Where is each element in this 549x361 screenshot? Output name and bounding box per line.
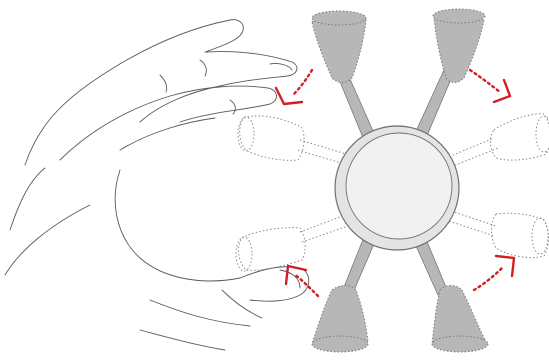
rotation-arrows: [274, 68, 516, 298]
ghost-handle-upper-left: [237, 115, 347, 165]
hub-inner-disc: [345, 132, 453, 240]
tapered-handle-icon: [311, 285, 369, 353]
tapered-handle-icon: [311, 10, 367, 83]
solid-handles: [311, 8, 489, 353]
ghost-handle-lower-right: [445, 209, 549, 259]
rotation-arrow-icon: [284, 264, 320, 298]
hand-pinch-icon: [4, 19, 310, 351]
tapered-handle-icon: [432, 8, 486, 83]
ghost-handles: [235, 113, 549, 272]
rotation-arrow-icon: [468, 68, 512, 104]
tapered-handle-icon: [431, 285, 489, 353]
ghost-handle-lower-left: [235, 214, 349, 272]
hub-knob-icon: [334, 125, 460, 251]
rotation-arrow-icon: [472, 254, 516, 292]
rotation-arrow-icon: [274, 68, 314, 106]
ghost-handle-upper-right: [445, 113, 549, 169]
